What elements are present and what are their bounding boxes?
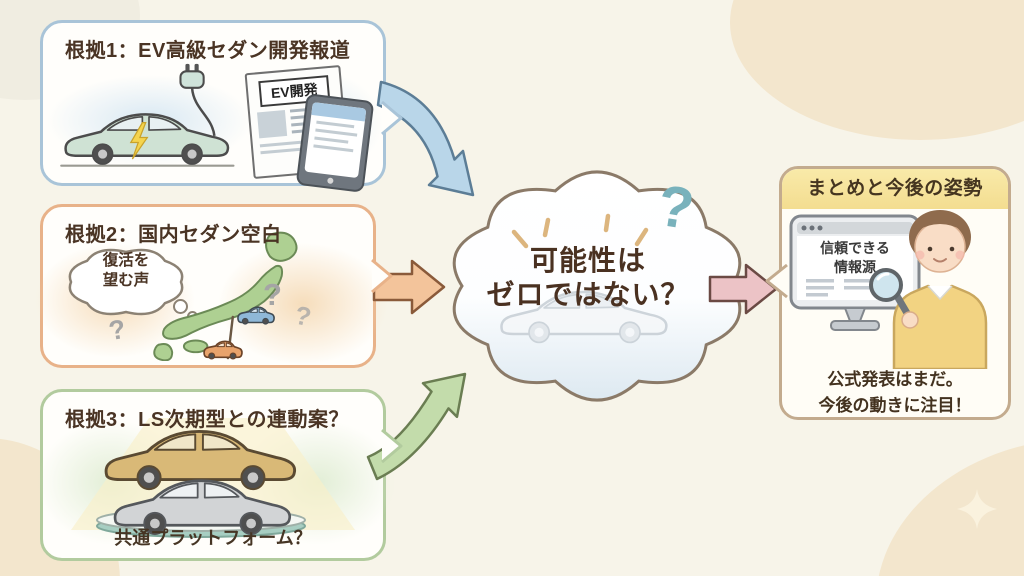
- small-blue-car: [237, 306, 275, 325]
- summary-bubble-tail: [765, 263, 788, 299]
- magnifying-glass-icon: [869, 268, 919, 329]
- sparkle-dashes: [511, 213, 649, 249]
- arrow-evidence1-to-cloud: [376, 80, 475, 197]
- person-illustration: [892, 210, 988, 369]
- evidence2-box: 根拠2：国内セダン空白 復活を 望む声 ? ? ?: [35, 204, 388, 368]
- summary-note: 公式発表はまだ。 今後の動きに注目！: [818, 370, 972, 415]
- evidence3-box: 根拠3：LS次期型との連動案？ 共通プラットフォーム？: [37, 389, 396, 561]
- evidence3-title: 根拠3：LS次期型との連動案？: [65, 409, 349, 431]
- small-orange-car: [203, 340, 243, 360]
- question-mark-top: ?: [263, 277, 282, 312]
- thought-dot-1: [173, 299, 188, 314]
- evidence1-title: 根拠1：EV高級セダン開発報道: [65, 40, 351, 62]
- cloud-line1: 可能性は: [529, 245, 646, 276]
- newspaper-photo: [257, 110, 288, 139]
- summary-title: まとめと今後の姿勢: [782, 169, 1008, 209]
- summary-box: まとめと今後の姿勢 信頼できる 情報源: [779, 166, 1011, 420]
- cloud-line2: ゼロではない？: [486, 279, 690, 311]
- arrow-cloud-to-summary: [708, 263, 778, 315]
- lightning-icon: [129, 122, 149, 160]
- japan-map-illustration: [153, 231, 298, 361]
- evidence3-caption: 共通プラットフォーム？: [114, 528, 312, 548]
- monitor-screen-text: 信頼できる 情報源: [820, 240, 890, 275]
- evidence2-title: 根拠2：国内セダン空白: [65, 224, 282, 246]
- evidence1-bubble-tail: [381, 100, 403, 136]
- evidence2-bubble-tail: [371, 258, 393, 294]
- ev-car-illustration: [60, 63, 235, 167]
- central-cloud: [452, 170, 742, 402]
- arrow-evidence2-to-cloud: [372, 259, 446, 315]
- tablet-illustration: [295, 93, 375, 193]
- evidence3-bubble-tail: [381, 428, 403, 464]
- background-blob-top-right: [730, 0, 1024, 140]
- cloud-headline: 可能性は ゼロではない？: [458, 244, 718, 312]
- thought-bubble-text: 復活を 望む声: [102, 252, 150, 290]
- background-blob-bottom-right: [876, 438, 1024, 576]
- sparkle-icon: [957, 489, 997, 529]
- thought-bubble: [68, 248, 184, 316]
- evidence1-box: 根拠1：EV高級セダン開発報道 EV開発: [40, 20, 386, 193]
